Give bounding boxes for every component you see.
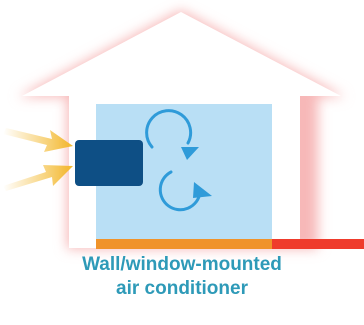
incoming-air-arrow-lower	[3, 165, 73, 191]
floor-warm-section	[272, 239, 364, 249]
caption-line-2: air conditioner	[0, 278, 364, 300]
floor-cooled-section	[96, 239, 272, 249]
ac-unit-icon	[75, 140, 143, 186]
caption-line-1: Wall/window-mounted	[0, 254, 364, 276]
incoming-air-arrows-icon	[3, 128, 73, 191]
incoming-air-arrow-upper	[3, 128, 73, 152]
